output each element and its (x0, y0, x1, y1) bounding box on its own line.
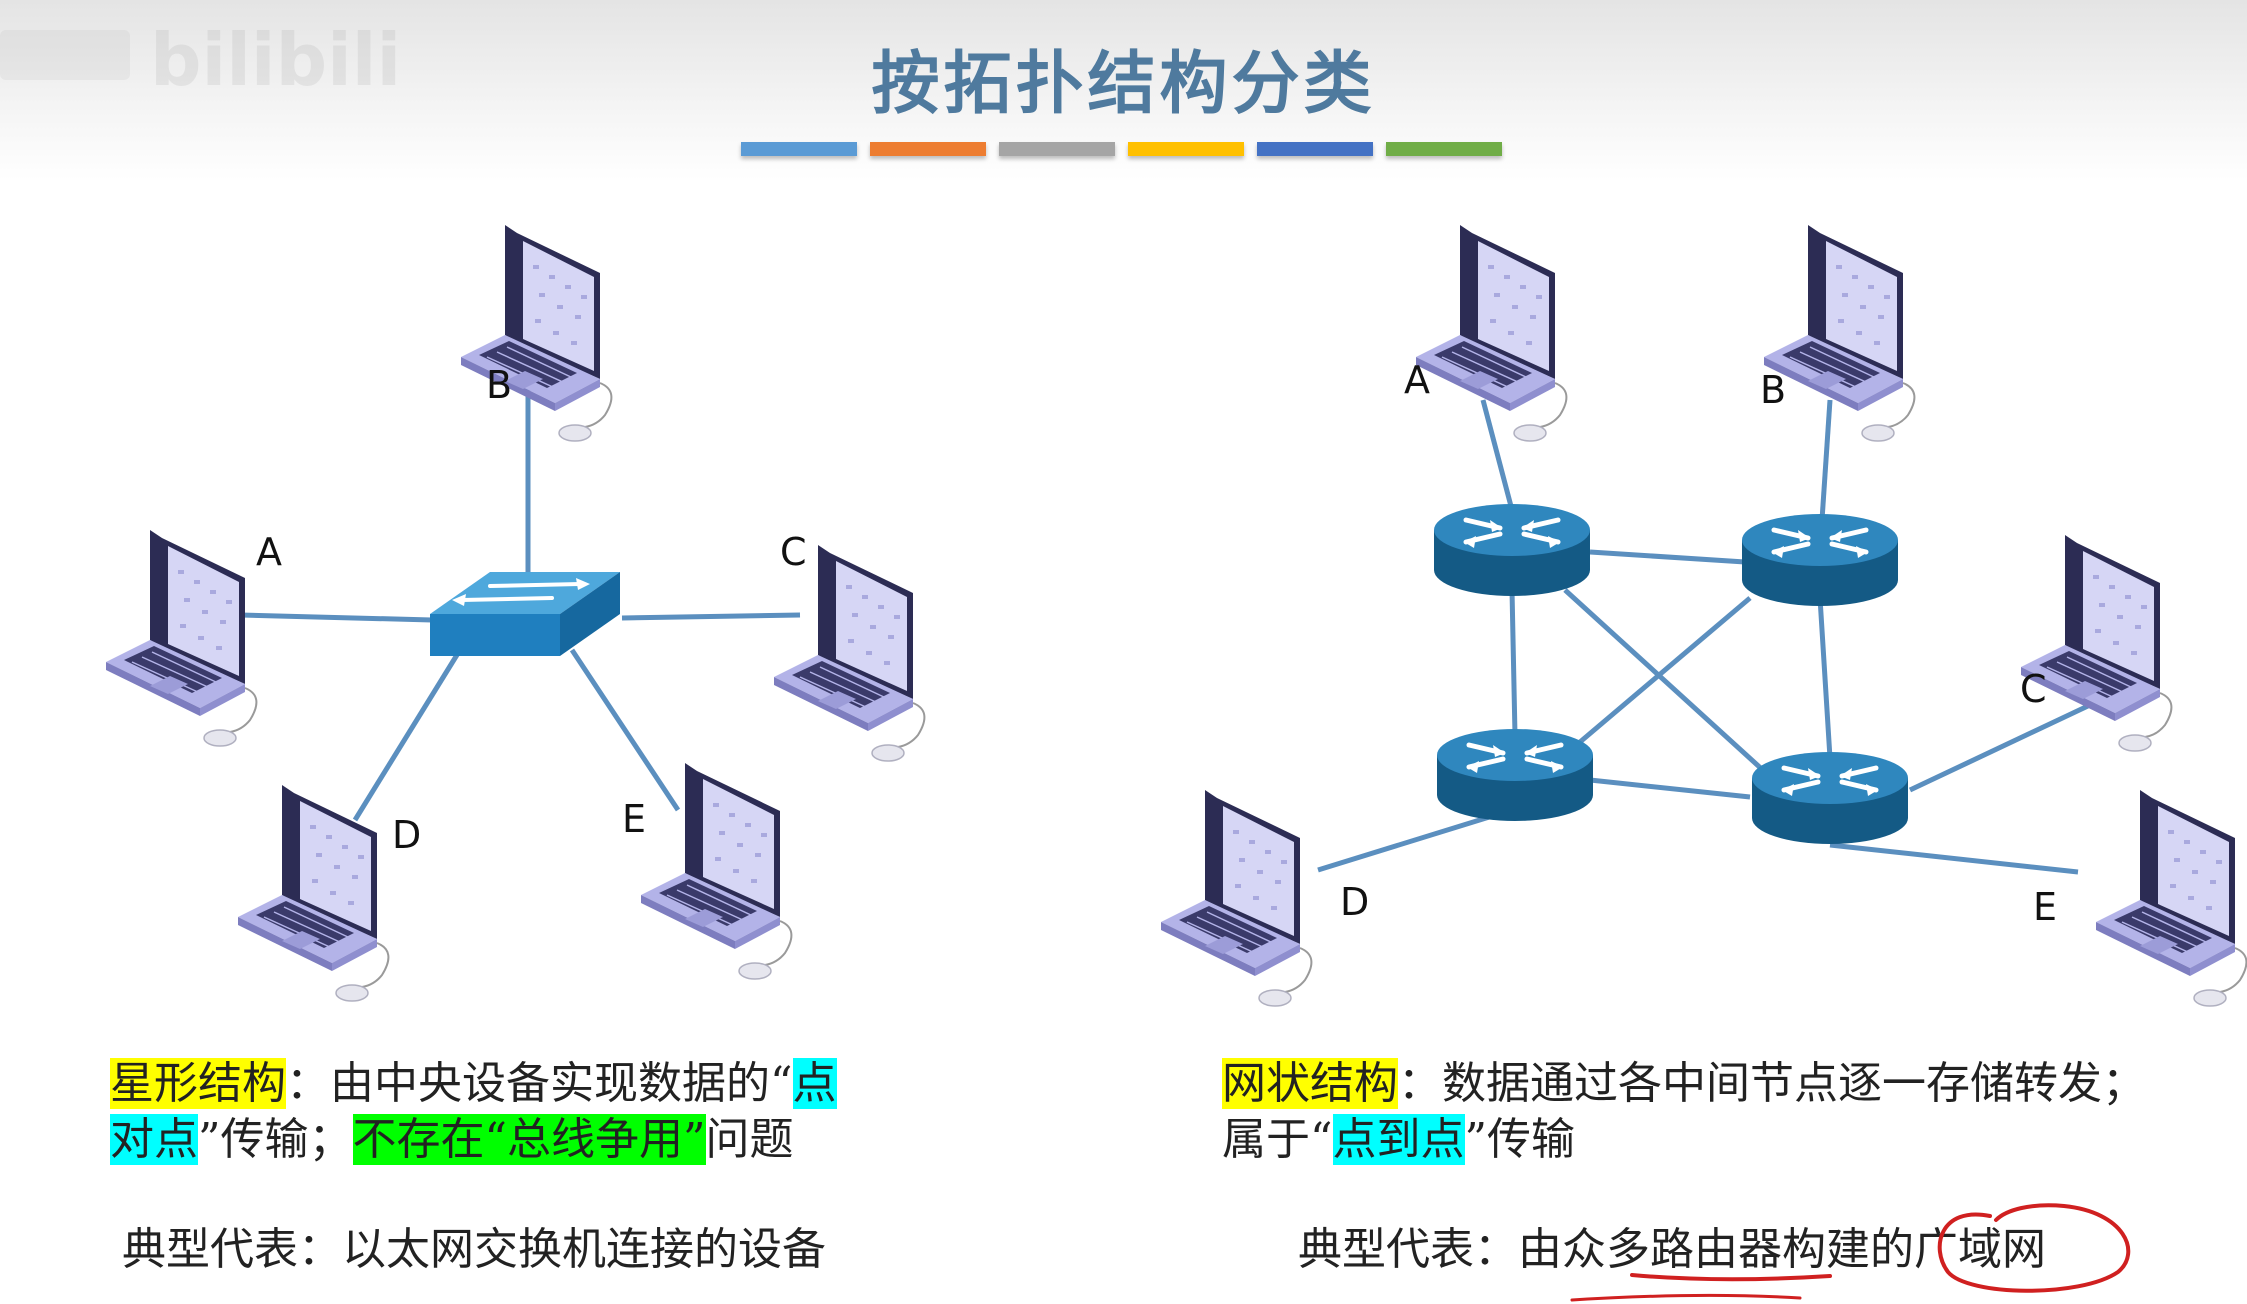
star-desc-text-1: 由中央设备实现数据的 (330, 1058, 770, 1109)
star-label-e: E (622, 797, 646, 841)
star-close-quote: ” (198, 1114, 221, 1165)
pen-underline (1630, 1273, 1832, 1282)
star-p2p-part-2: 对点 (110, 1114, 198, 1165)
star-desc-text-2: 传输； (220, 1114, 353, 1165)
star-desc-line-2: 对点”传输；不存在“总线争用”问题 (110, 1112, 837, 1168)
star-no-contention: 不存在“总线争用” (352, 1114, 706, 1165)
accent-bar-yellow (1128, 142, 1244, 156)
mesh-desc-line-2: 属于“点到点”传输 (1222, 1112, 2146, 1168)
mesh-label-c: C (2020, 667, 2047, 711)
link-r2-r3 (1578, 596, 1752, 744)
star-desc-text-3: 问题 (705, 1114, 794, 1165)
mesh-desc-line-1: 网状结构：数据通过各中间节点逐一存储转发； (1222, 1056, 2146, 1112)
link-switch-c (621, 612, 801, 621)
mesh-links (1317, 399, 2092, 875)
slide-title: 按拓扑结构分类 (871, 44, 1376, 124)
star-label-a: A (256, 530, 282, 574)
mesh-example-underlined: 多路由器 (1606, 1224, 1782, 1275)
mesh-term-sep: ： (1398, 1058, 1442, 1109)
star-term-sep: ： (286, 1058, 330, 1109)
pen-circle (1937, 1203, 2131, 1293)
star-label-d: D (392, 813, 421, 857)
mesh-example-circled: 广域网 (1914, 1224, 2046, 1275)
mesh-term: 网状结构 (1222, 1058, 1398, 1109)
link-r1-r3 (1509, 589, 1518, 736)
link-r1-r4 (1563, 588, 1767, 774)
mesh-label-e: E (2033, 885, 2057, 929)
accent-bar-darkblue (1257, 142, 1373, 156)
mesh-close-quote: ” (1464, 1114, 1488, 1165)
link-switch-e (569, 648, 681, 812)
mesh-label-a: A (1404, 358, 1430, 402)
star-label-c: C (780, 530, 807, 574)
link-r3-r4 (1589, 777, 1751, 800)
accent-bar-green (1386, 142, 1502, 156)
mesh-example-prefix: 典型代表：由众 (1298, 1224, 1606, 1275)
link-r4-e (1829, 842, 2079, 875)
mesh-description: 网状结构：数据通过各中间节点逐一存储转发； 属于“点到点”传输 (1222, 1056, 2146, 1168)
mesh-example: 典型代表：由众多路由器构建的广域网 (1298, 1222, 2046, 1278)
star-topology: B A C D E (105, 224, 926, 1002)
mesh-desc-text-1: 数据通过各中间节点逐一存储转发； (1442, 1058, 2146, 1109)
star-desc-line-1: 星形结构：由中央设备实现数据的“点 (110, 1056, 837, 1112)
title-band (0, 0, 2247, 180)
star-description: 星形结构：由中央设备实现数据的“点 对点”传输；不存在“总线争用”问题 (110, 1056, 837, 1168)
link-r4-c (1908, 702, 2092, 793)
star-label-b: B (486, 363, 512, 407)
accent-bar-orange (870, 142, 986, 156)
mesh-label-b: B (1760, 368, 1786, 412)
link-switch-a (239, 612, 433, 623)
mesh-desc-text-2b: 传输 (1487, 1114, 1575, 1165)
watermark-logo: bilibili (150, 18, 402, 102)
star-term: 星形结构 (110, 1058, 286, 1109)
watermark-prefix (0, 30, 130, 80)
accent-bar-gray (999, 142, 1115, 156)
star-example: 典型代表：以太网交换机连接的设备 (122, 1224, 826, 1275)
switch-icon (430, 572, 620, 656)
mesh-p2p: 点到点 (1332, 1114, 1465, 1165)
accent-bar-blue (741, 142, 857, 156)
star-open-quote: “ (770, 1058, 793, 1109)
link-r2-r4 (1817, 597, 1833, 759)
mesh-open-quote: “ (1310, 1114, 1333, 1165)
star-p2p-part-1: 点 (792, 1058, 837, 1109)
link-switch-d (352, 648, 463, 822)
pen-underline-lower (1570, 1293, 1802, 1302)
link-d-r3 (1317, 807, 1513, 873)
mesh-desc-text-2a: 属于 (1222, 1114, 1310, 1165)
mesh-example-middle: 构建的 (1782, 1224, 1914, 1275)
mesh-topology: A B C D E (1160, 224, 2247, 1007)
link-b-r2 (1819, 399, 1833, 521)
mesh-label-d: D (1340, 880, 1369, 924)
link-r1-r2 (1589, 549, 1746, 565)
link-a-r1 (1480, 399, 1515, 511)
